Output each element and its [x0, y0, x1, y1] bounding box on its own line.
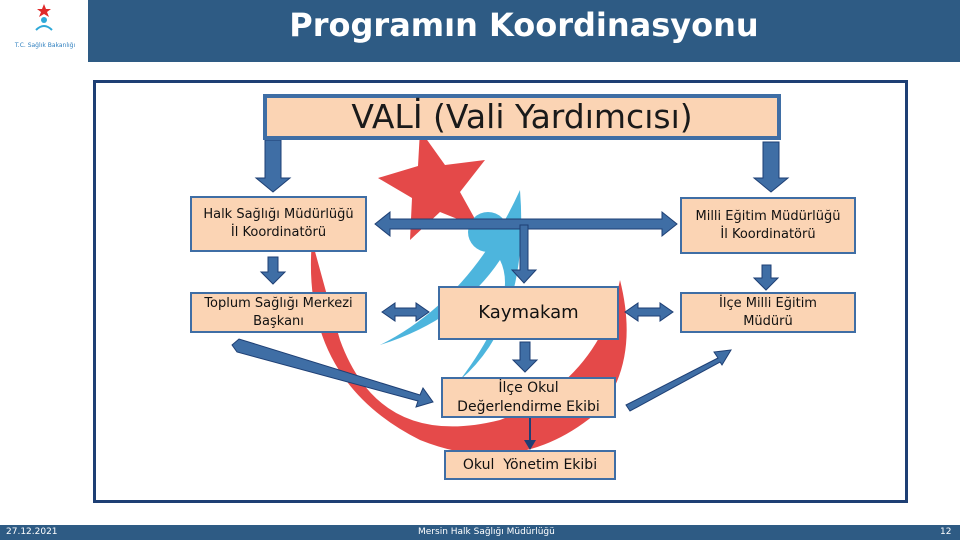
node-toplum-sagligi: Toplum Sağlığı Merkezi Başkanı: [190, 292, 367, 333]
arrow-ilce-okul-to-ilce-milli: [625, 349, 732, 412]
arrow-center-to-kaymakam: [510, 224, 538, 284]
watermark-star: [378, 130, 485, 240]
node-ilce-okul-degerlendirme: İlçe Okul Değerlendirme Ekibi: [441, 377, 616, 418]
footer-page-number: 12: [940, 527, 952, 537]
node-milli-egitim: Milli Eğitim Müdürlüğü İl Koordinatörü: [680, 197, 856, 254]
node-vali: VALİ (Vali Yardımcısı): [263, 94, 781, 140]
arrow-toplum-kaymakam-double: [381, 302, 430, 322]
arrow-kaymakam-to-ilce-okul: [511, 341, 539, 373]
node-ilce-milli-egitim: İlçe Milli Eğitim Müdürü: [680, 292, 856, 333]
page-title: Programın Koordinasyonu: [289, 6, 759, 44]
arrow-vali-to-halk-sagligi: [254, 139, 292, 193]
arrow-halk-milli-egitim-double: [374, 210, 678, 238]
arrow-milli-to-ilce-milli: [752, 264, 780, 291]
ministry-emblem-icon: [30, 4, 58, 36]
logo-text: T.C. Sağlık Bakanlığı: [14, 42, 76, 49]
ministry-logo: T.C. Sağlık Bakanlığı: [0, 0, 88, 62]
footer-date: 27.12.2021: [6, 527, 58, 537]
arrow-halk-to-toplum-sagligi: [259, 256, 287, 285]
arrowhead-to-okul-yonetim: [524, 440, 536, 450]
arrow-kaymakam-ilce-milli-double: [624, 302, 674, 322]
node-okul-yonetim: Okul Yönetim Ekibi: [444, 450, 616, 480]
node-halk-sagligi: Halk Sağlığı Müdürlüğü İl Koordinatörü: [190, 196, 367, 252]
footer-bar: 27.12.2021 Mersin Halk Sağlığı Müdürlüğü…: [0, 525, 960, 540]
header-bar: T.C. Sağlık Bakanlığı Programın Koordina…: [0, 0, 960, 62]
footer-organization: Mersin Halk Sağlığı Müdürlüğü: [418, 527, 555, 537]
node-kaymakam: Kaymakam: [438, 286, 619, 340]
watermark-crescent: [310, 240, 627, 455]
arrow-toplum-to-ilce-okul: [231, 338, 434, 408]
arrow-vali-to-milli-egitim: [752, 141, 790, 193]
